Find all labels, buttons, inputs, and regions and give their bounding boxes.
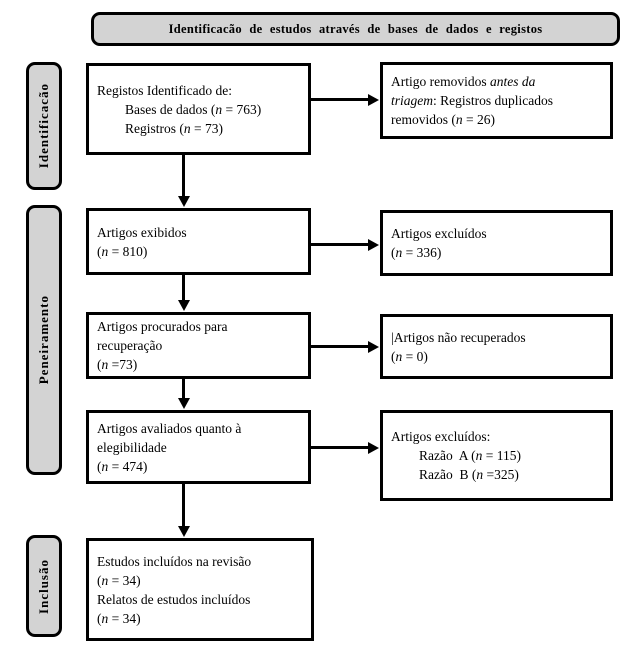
down-arrow-4 (182, 484, 185, 527)
box-artigos-avaliados: Artigos avaliados quanto à elegibilidade (… (86, 410, 311, 484)
box-artigos-exibidos: Artigos exibidos (n = 810) (86, 208, 311, 275)
box-artigos-procurados: Artigos procurados para recuperação (n =73… (86, 312, 311, 379)
stage-label: Identificacão (36, 83, 51, 169)
down-arrow-2 (182, 275, 185, 301)
right-arrow-3 (310, 345, 369, 348)
box-text-line: Artigos exibidos (97, 224, 187, 240)
box-text-line: Artigos procurados para (97, 319, 228, 334)
box-text-line: (n = 34) (97, 610, 141, 626)
box-text-line: elegibilidade (97, 439, 167, 455)
box-estudos-incluidos: Estudos incluídos na revisão (n = 34) Rela… (86, 538, 314, 641)
box-text-line: (n = 336) (391, 245, 442, 260)
stage-label: Peneiramento (36, 295, 51, 385)
down-arrow-1 (182, 155, 185, 197)
stage-label: Inclusão (36, 558, 51, 614)
box-text-line: Artigo removidos antes da (391, 74, 536, 89)
sidebar-stage-peneiramento: Peneiramento (26, 205, 62, 475)
box-removidos-antes-triagem: Artigo removidos antes da triagem: Regist… (380, 62, 613, 139)
right-arrow-2 (310, 243, 369, 246)
box-text-line: Artigos excluídos (391, 226, 487, 241)
box-excluidos-razoes: Artigos excluídos: Razão A (n = 115) Razão… (380, 410, 613, 501)
box-text-line: Relatos de estudos incluídos (97, 591, 251, 607)
banner-identification: Identificacão de estudos através de base… (91, 12, 620, 46)
box-nao-recuperados: |Artigos não recuperados (n = 0) (380, 314, 613, 379)
right-arrow-1 (310, 98, 369, 101)
box-artigos-excluidos: Artigos excluídos (n = 336) (380, 210, 613, 276)
box-text-line: Artigos avaliados quanto à (97, 420, 242, 436)
right-arrow-4 (310, 446, 369, 449)
box-text-line: Artigos excluídos: (391, 429, 491, 444)
box-text-line: (n = 0) (391, 348, 428, 364)
sidebar-stage-inclusao: Inclusão (26, 535, 62, 637)
box-text-line: (n =73) (97, 357, 138, 372)
box-text-line: recuperação (97, 338, 163, 353)
box-text-line: (n = 810) (97, 243, 148, 259)
box-registros-identificados: Registos Identificado de: Bases de dados … (86, 63, 311, 155)
sidebar-stage-identificacao: Identificacão (26, 62, 62, 190)
box-text-line: (n = 474) (97, 458, 148, 474)
box-text-line: removidos (n = 26) (391, 112, 495, 127)
down-arrow-3 (182, 378, 185, 399)
box-text-line: Razão A (n = 115) (419, 448, 521, 463)
box-text-line: Razão B (n =325) (419, 467, 519, 482)
box-text-line: Estudos incluídos na revisão (97, 553, 252, 569)
box-text-line: triagem: Registros duplicados (391, 93, 553, 108)
box-text-line: (n = 34) (97, 572, 141, 588)
box-text-line: Registos Identificado de: (97, 82, 232, 98)
box-text-line: |Artigos não recuperados (391, 329, 526, 345)
box-text-line: Bases de dados (n = 763) (125, 101, 262, 117)
box-text-line: Registros (n = 73) (125, 120, 223, 136)
